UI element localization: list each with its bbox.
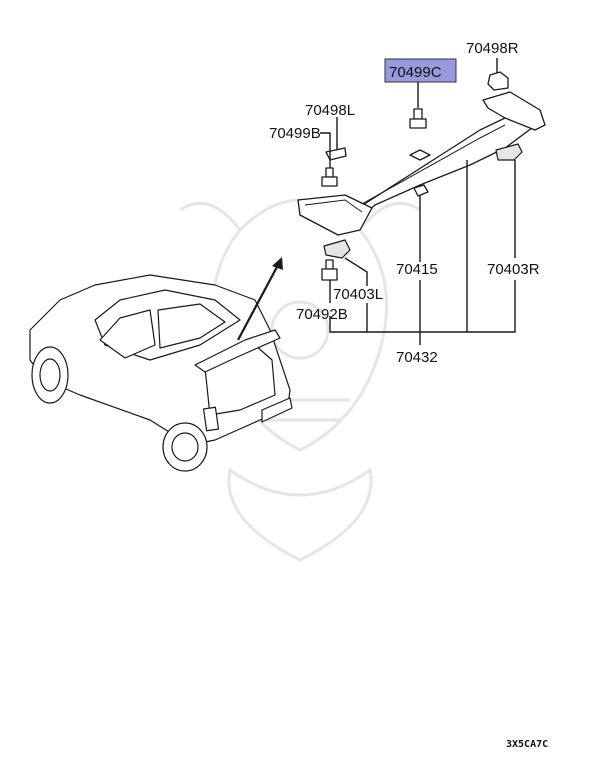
bracket-70403L (323, 239, 351, 259)
label-70415[interactable]: 70415 (396, 261, 438, 278)
bracket-70498L (325, 147, 347, 161)
label-70403L[interactable]: 70403L (333, 286, 383, 303)
bolt-70492B (321, 259, 338, 281)
clip-70415 (413, 184, 429, 197)
pointer-arrow (237, 257, 283, 341)
end-cap-70498R (487, 71, 509, 91)
label-70498R[interactable]: 70498R (466, 40, 519, 57)
vehicle-outline (29, 274, 293, 472)
highlight-box-70499C (384, 58, 457, 83)
spoiler-assembly (297, 91, 546, 236)
label-70403R[interactable]: 70403R (487, 261, 540, 278)
label-70499B[interactable]: 70499B (269, 125, 321, 142)
label-70498L[interactable]: 70498L (305, 102, 355, 119)
bracket-70403R (495, 143, 523, 161)
label-70499C[interactable]: 70499C (389, 64, 442, 81)
label-70492B[interactable]: 70492B (296, 306, 348, 323)
bolt-70499B (321, 167, 338, 187)
label-70432[interactable]: 70432 (396, 349, 438, 366)
diagram-code: 3X5CA7C (506, 739, 548, 750)
leader-lines (320, 58, 516, 345)
bolt-70499C (409, 108, 427, 129)
